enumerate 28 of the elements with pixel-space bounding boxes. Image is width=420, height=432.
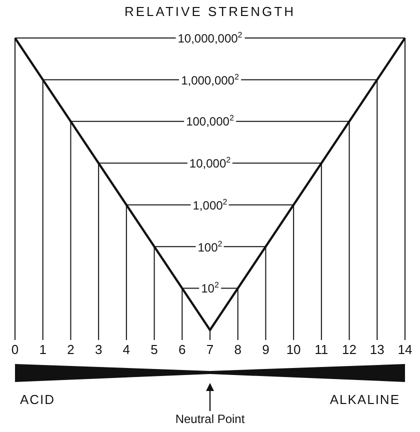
- ph-number: 11: [314, 342, 328, 357]
- strength-value: 10,000$^{2}$: [187, 156, 233, 171]
- ph-number: 2: [67, 342, 74, 357]
- ph-number: 10: [286, 342, 301, 357]
- arrow: [206, 383, 214, 411]
- strength-value: 10,000,000$^{2}$: [176, 30, 244, 46]
- ph-number: 14: [398, 342, 412, 357]
- acid-label: ACID: [20, 392, 56, 407]
- ph-number: 5: [150, 342, 158, 357]
- ph-number: 7: [206, 342, 214, 357]
- neutral-point-label: Neutral Point: [175, 412, 245, 426]
- ph-number: 1: [39, 342, 46, 357]
- ph-number: 3: [94, 342, 102, 357]
- strength-value: 100$^{2}$: [196, 239, 224, 254]
- ph-number: 8: [234, 342, 242, 357]
- strength-value: 1,000,000$^{2}$: [179, 72, 241, 88]
- ph-number: 0: [11, 342, 19, 357]
- chart-title: RELATIVE STRENGTH: [124, 4, 296, 19]
- tapered-scale-bar: [15, 364, 405, 382]
- ph-number: 4: [122, 342, 130, 357]
- ph-number: 6: [178, 342, 186, 357]
- ph-number: 13: [370, 342, 384, 357]
- strength-value: 1,000$^{2}$: [190, 197, 230, 212]
- ph-number: 12: [342, 342, 357, 357]
- strength-value: 10$^{2}$: [199, 280, 221, 296]
- ph-number: 9: [262, 342, 270, 357]
- alkaline-label: ALKALINE: [330, 392, 400, 407]
- strength-value: 100,000$^{2}$: [184, 114, 236, 129]
